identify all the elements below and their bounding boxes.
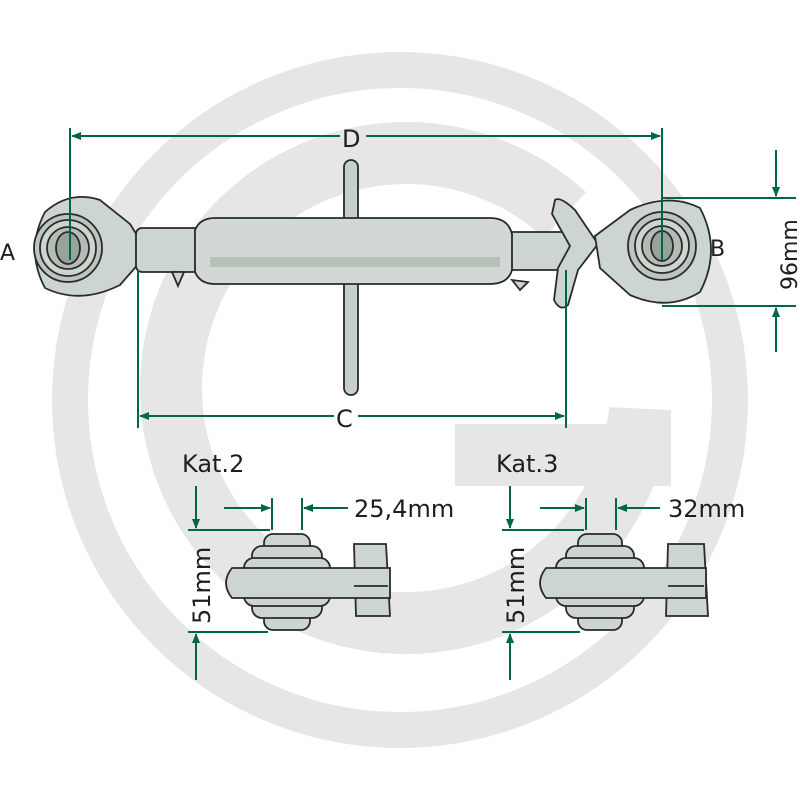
detail-kat3-width: 32mm bbox=[668, 495, 745, 523]
ball-end-a bbox=[33, 196, 141, 297]
detail-kat2-height: 51mm bbox=[188, 547, 216, 624]
dimension-lines-main bbox=[69, 128, 796, 428]
detail-kat3-height: 51mm bbox=[502, 547, 530, 624]
label-96mm: 96mm bbox=[778, 219, 800, 290]
grease-nipple-left bbox=[170, 271, 186, 289]
label-c: C bbox=[336, 405, 353, 433]
ball-end-b bbox=[594, 199, 712, 304]
lock-lever bbox=[551, 198, 600, 309]
center-tube bbox=[194, 217, 513, 285]
detail-kat2-width: 25,4mm bbox=[354, 495, 454, 523]
kat2-ball-joint bbox=[225, 533, 391, 631]
label-a: A bbox=[0, 241, 15, 266]
kat3-ball-joint bbox=[539, 533, 709, 631]
label-b: B bbox=[710, 237, 725, 262]
detail-kat2: Kat.2 25,4mm 51mm bbox=[182, 450, 454, 680]
top-link bbox=[33, 159, 712, 396]
grease-nipple-right bbox=[509, 278, 530, 292]
detail-kat2-title: Kat.2 bbox=[182, 450, 244, 478]
label-d: D bbox=[342, 125, 360, 153]
detail-kat3: Kat.3 32mm 51mm bbox=[496, 450, 745, 680]
detail-kat3-title: Kat.3 bbox=[496, 450, 558, 478]
watermark-logo bbox=[52, 52, 748, 748]
